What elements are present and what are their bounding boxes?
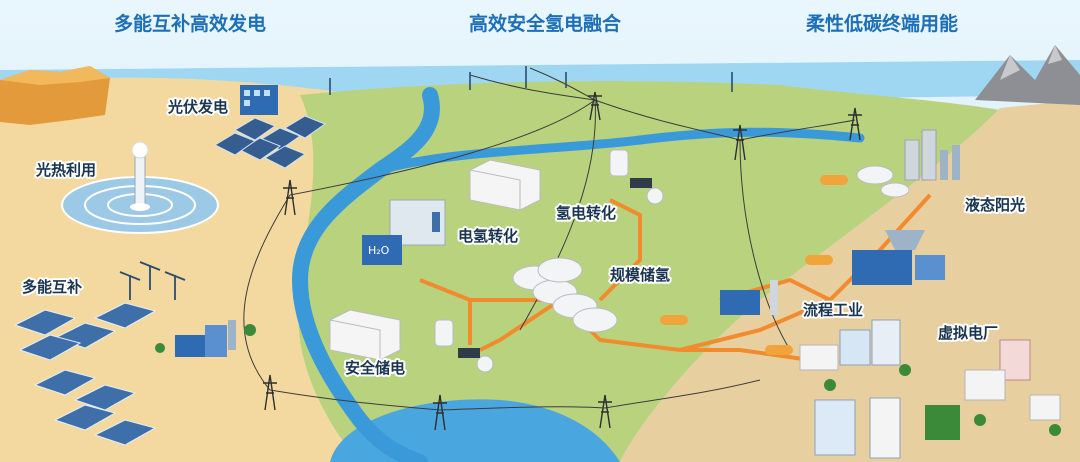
label-hydrogen-to-power: 氢电转化 xyxy=(556,204,616,222)
left-desert xyxy=(0,77,360,462)
label-solar-pv: 光伏发电 xyxy=(167,98,228,116)
wind-farm-icon xyxy=(119,261,186,300)
label-hydrogen-storage: 规模储氢 xyxy=(610,266,670,284)
river xyxy=(291,87,440,462)
label-liquid-sunshine: 液态阳光 xyxy=(965,196,1025,214)
solar-farm-icon xyxy=(13,302,157,446)
label-solar-thermal: 光热利用 xyxy=(35,161,96,179)
tanker-truck-icon xyxy=(660,175,848,355)
power-station-icon xyxy=(155,320,256,357)
fuel-cell-tank-icon xyxy=(434,149,664,373)
h2o-tag: H₂O xyxy=(368,244,390,257)
solar-tower-icon xyxy=(61,141,219,234)
river-branch xyxy=(375,127,865,175)
building-icon xyxy=(799,319,1061,459)
process-industry-icon xyxy=(720,230,945,315)
header-center: 高效安全氢电融合 xyxy=(469,12,622,35)
power-grid-lines xyxy=(243,67,856,411)
header-right: 柔性低碳终端用能 xyxy=(806,12,958,35)
header-left: 多能互补高效发电 xyxy=(114,12,266,35)
label-multi-energy: 多能互补 xyxy=(22,278,82,296)
label-power-to-hydrogen: 电氢转化 xyxy=(458,227,518,245)
electrolyzer-icon: H₂O xyxy=(362,199,446,265)
battery-container-icon xyxy=(329,159,541,361)
solar-panel-icon xyxy=(213,85,327,169)
label-safe-storage: 安全储电 xyxy=(345,359,405,377)
wind-turbine-icon xyxy=(329,66,733,95)
hydrogen-tank-icon xyxy=(512,257,618,333)
pylon-icon xyxy=(263,91,862,431)
label-virtual-plant: 虚拟电厂 xyxy=(938,324,998,342)
factory-icon xyxy=(856,129,960,198)
mountain-icon xyxy=(975,45,1080,105)
label-process-industry: 流程工业 xyxy=(803,301,863,319)
cliff-icon xyxy=(0,66,110,125)
